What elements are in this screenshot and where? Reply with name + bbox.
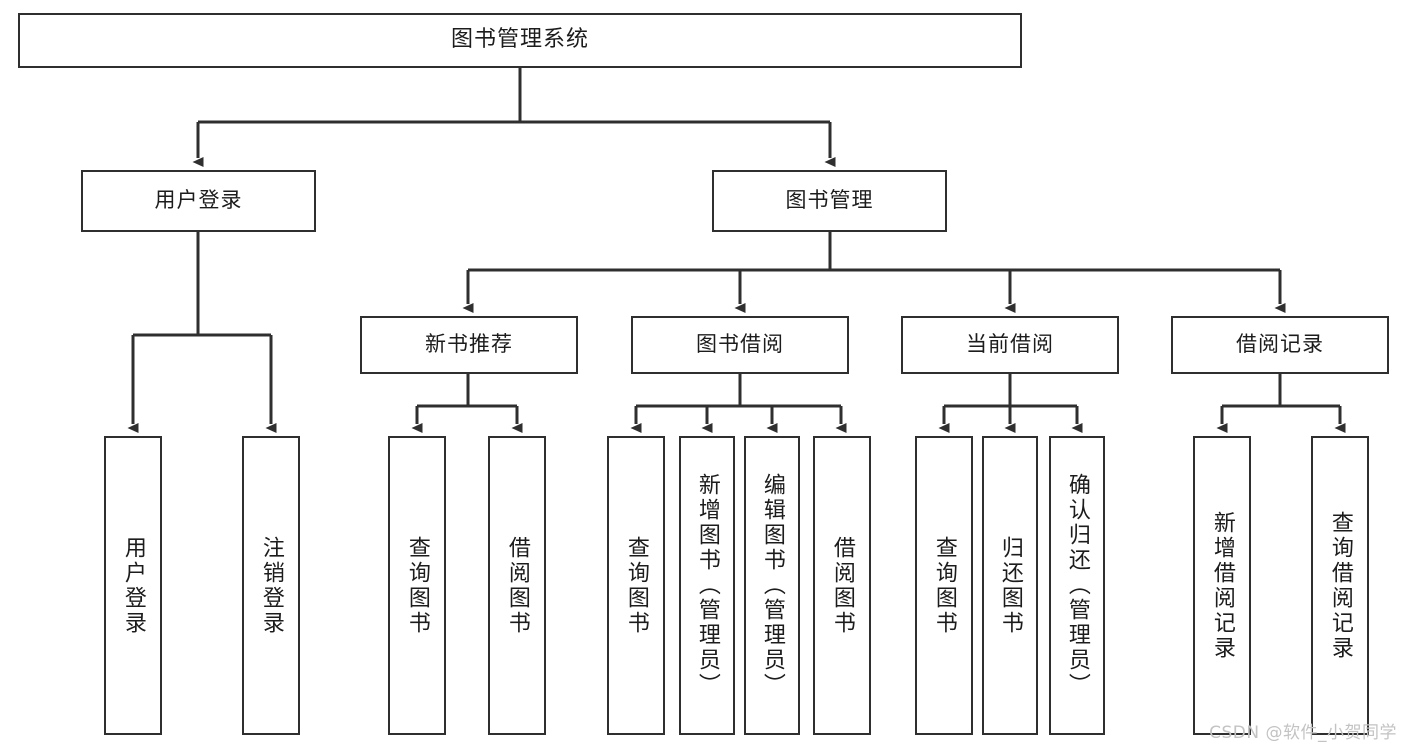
node-label: 注销登录 xyxy=(258,535,284,636)
node-leaf-borrow-book-2[interactable]: 借阅图书 xyxy=(813,436,871,735)
node-label: 新增图书（管理员） xyxy=(694,473,720,698)
watermark-text: CSDN @软件_小贺同学 xyxy=(1209,723,1397,743)
node-leaf-return-book[interactable]: 归还图书 xyxy=(982,436,1038,735)
node-leaf-add-record[interactable]: 新增借阅记录 xyxy=(1193,436,1251,735)
node-label: 编辑图书（管理员） xyxy=(759,473,785,698)
node-label: 用户登录 xyxy=(154,188,243,213)
node-label: 新增借阅记录 xyxy=(1209,510,1235,661)
node-book-management[interactable]: 图书管理 xyxy=(712,170,947,232)
node-new-book-recommend[interactable]: 新书推荐 xyxy=(360,316,578,374)
node-label: 归还图书 xyxy=(997,535,1023,636)
node-label: 借阅图书 xyxy=(504,535,530,636)
node-label: 确认归还（管理员） xyxy=(1064,473,1090,698)
node-leaf-borrow-book-1[interactable]: 借阅图书 xyxy=(488,436,546,735)
node-label: 图书借阅 xyxy=(696,332,784,357)
node-leaf-confirm-return[interactable]: 确认归还（管理员） xyxy=(1049,436,1105,735)
node-label: 图书管理 xyxy=(785,188,874,213)
node-leaf-query-book-3[interactable]: 查询图书 xyxy=(915,436,973,735)
node-label: 借阅记录 xyxy=(1236,332,1324,357)
node-leaf-add-book[interactable]: 新增图书（管理员） xyxy=(679,436,735,735)
node-leaf-query-book-1[interactable]: 查询图书 xyxy=(388,436,446,735)
node-leaf-query-book-2[interactable]: 查询图书 xyxy=(607,436,665,735)
node-leaf-query-record[interactable]: 查询借阅记录 xyxy=(1311,436,1369,735)
node-book-borrow[interactable]: 图书借阅 xyxy=(631,316,849,374)
node-label: 借阅图书 xyxy=(829,535,855,636)
node-label: 当前借阅 xyxy=(966,332,1054,357)
node-leaf-logout[interactable]: 注销登录 xyxy=(242,436,300,735)
node-current-borrow[interactable]: 当前借阅 xyxy=(901,316,1119,374)
node-label: 查询图书 xyxy=(931,535,957,636)
node-leaf-user-login[interactable]: 用户登录 xyxy=(104,436,162,735)
node-leaf-edit-book[interactable]: 编辑图书（管理员） xyxy=(744,436,800,735)
node-book-management-system[interactable]: 图书管理系统 xyxy=(18,13,1022,68)
node-label: 查询借阅记录 xyxy=(1327,510,1353,661)
node-label: 查询图书 xyxy=(404,535,430,636)
node-label: 用户登录 xyxy=(120,535,146,636)
node-label: 新书推荐 xyxy=(425,332,513,357)
node-label: 查询图书 xyxy=(623,535,649,636)
node-borrow-record[interactable]: 借阅记录 xyxy=(1171,316,1389,374)
node-user-login[interactable]: 用户登录 xyxy=(81,170,316,232)
node-label: 图书管理系统 xyxy=(450,27,589,53)
